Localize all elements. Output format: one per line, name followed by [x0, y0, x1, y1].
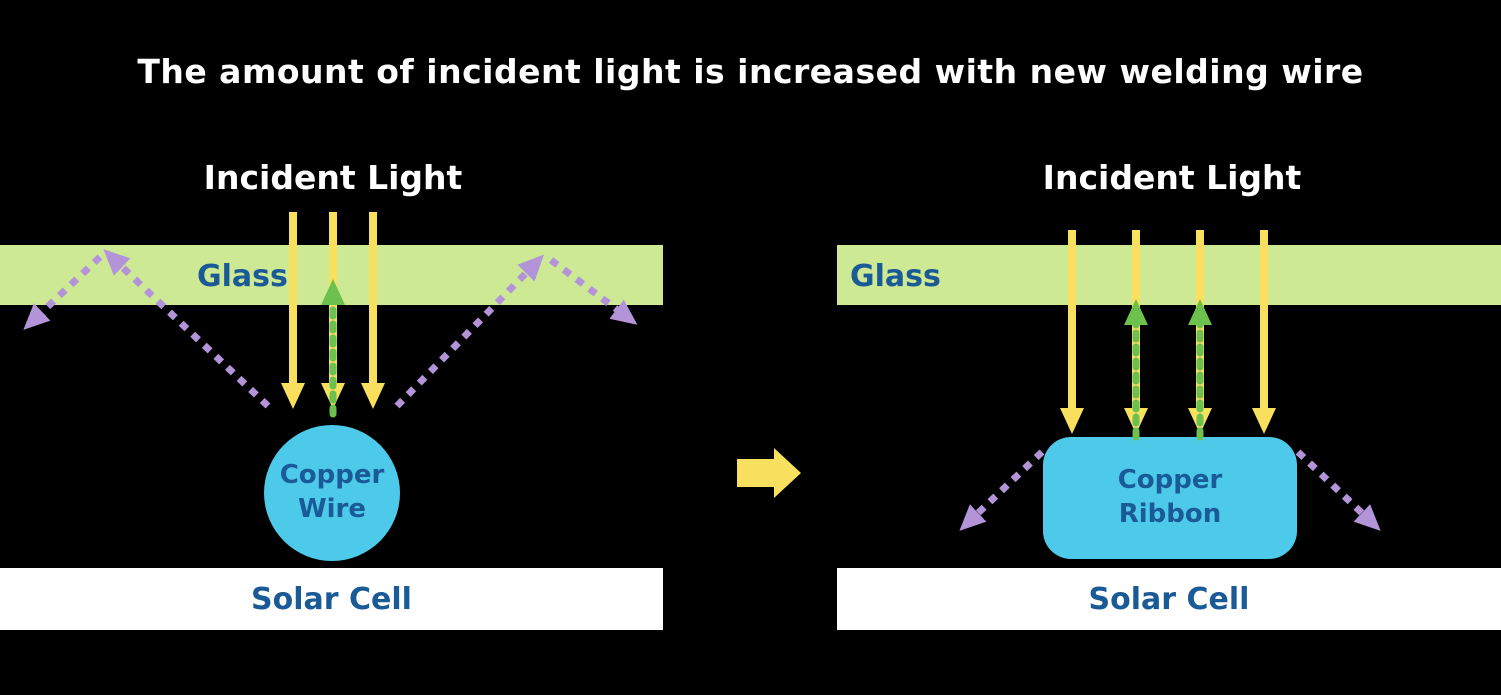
glass-band-right	[837, 245, 1501, 305]
copper-ribbon-shape: Copper Ribbon	[1043, 437, 1297, 559]
solar-cell-bar-right: Solar Cell	[837, 568, 1501, 630]
incident-light-arrows-right	[1060, 230, 1276, 434]
copper-wire-label: Copper Wire	[279, 460, 385, 524]
solar-cell-bar-left: Solar Cell	[0, 568, 663, 630]
transmitted-light-arrows-right	[1124, 299, 1212, 441]
copper-wire-shape: Copper Wire	[264, 425, 400, 561]
transition-right-arrow-icon	[737, 448, 801, 498]
solar-cell-label-left: Solar Cell	[251, 581, 412, 617]
reflected-light-arrows-right	[959, 449, 1381, 531]
reflected-light-arrows-left	[23, 249, 638, 409]
solar-cell-label-right: Solar Cell	[1088, 581, 1250, 617]
copper-ribbon-label: Copper Ribbon	[1117, 465, 1223, 529]
